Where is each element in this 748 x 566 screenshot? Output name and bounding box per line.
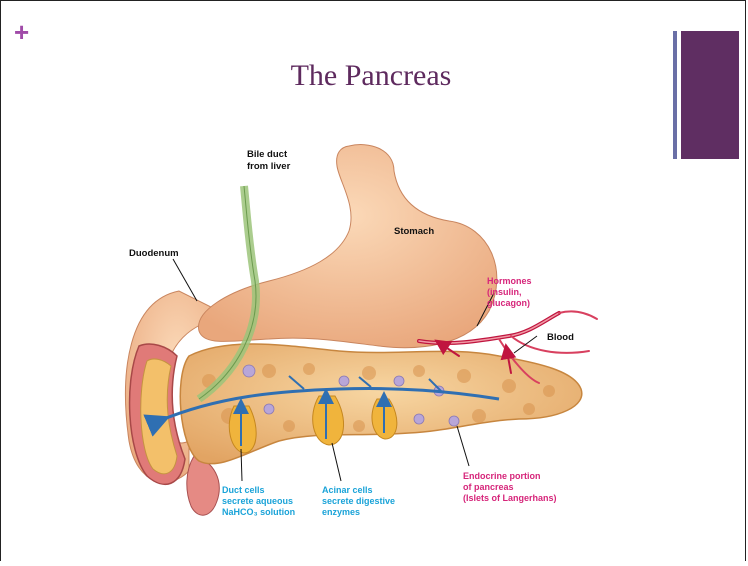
accent-bar-thick bbox=[681, 31, 739, 159]
label-blood: Blood bbox=[547, 332, 574, 343]
slide-title: The Pancreas bbox=[171, 59, 571, 93]
plus-icon: + bbox=[14, 19, 29, 45]
pancreas-illustration: Bile duct from liver Stomach Duodenum Ho… bbox=[119, 141, 599, 566]
label-hormones-line1: Hormones bbox=[487, 276, 532, 286]
pancreas-shape bbox=[159, 344, 582, 464]
label-duct-cells-line2: secrete aqueous bbox=[222, 496, 293, 506]
label-endocrine-line1: Endocrine portion bbox=[463, 471, 541, 481]
label-acinar-cells-line1: Acinar cells bbox=[322, 485, 373, 495]
label-endocrine-line2: of pancreas bbox=[463, 482, 514, 492]
label-duct-cells-line3: NaHCO₃ solution bbox=[222, 507, 295, 517]
label-stomach: Stomach bbox=[394, 226, 434, 237]
pancreas-diagram-svg: Bile duct from liver Stomach Duodenum Ho… bbox=[119, 141, 599, 561]
label-hormones-line2: (insulin, bbox=[487, 287, 522, 297]
label-acinar-cells-line2: secrete digestive bbox=[322, 496, 395, 506]
label-bile-duct-line1: Bile duct bbox=[247, 149, 288, 160]
label-acinar-cells-line3: enzymes bbox=[322, 507, 360, 517]
accent-bar-thin bbox=[673, 31, 677, 159]
label-hormones-line3: glucagon) bbox=[487, 298, 530, 308]
label-bile-duct-line2: from liver bbox=[247, 161, 291, 172]
label-duct-cells-line1: Duct cells bbox=[222, 485, 265, 495]
label-endocrine-line3: (Islets of Langerhans) bbox=[463, 493, 557, 503]
label-duodenum: Duodenum bbox=[129, 248, 179, 259]
stomach-shape bbox=[199, 145, 497, 348]
